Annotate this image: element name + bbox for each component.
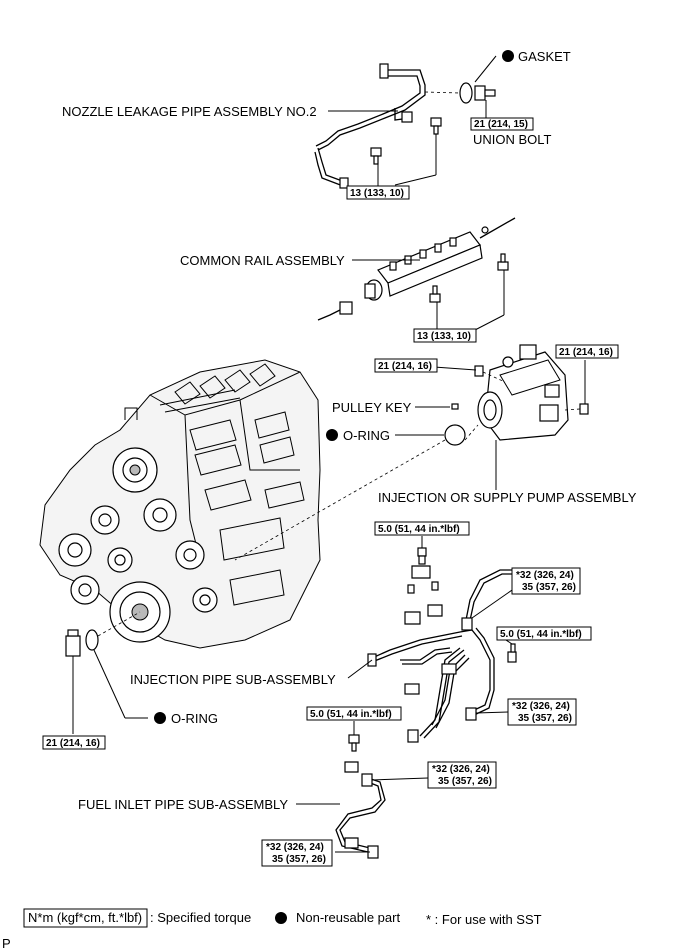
torque-fuel-bottom-1: *32 (326, 24): [266, 842, 324, 853]
torque-box-clamp-lower: [306, 706, 402, 721]
label-gasket: GASKET: [518, 49, 571, 64]
common-rail-drawing: [317, 217, 516, 321]
torque-box-pump-nut-left: [374, 358, 438, 373]
legend-torque-text: : Specified torque: [150, 910, 251, 925]
torque-nozzle-bolt: 13 (133, 10): [350, 188, 404, 199]
label-nozzle-leakage-pipe: NOZZLE LEAKAGE PIPE ASSEMBLY NO.2: [62, 104, 317, 119]
label-injection-pipe: INJECTION PIPE SUB-ASSEMBLY: [130, 672, 336, 687]
torque-box-pipe-mid-right: [507, 698, 577, 726]
torque-box-fuel-bottom: [261, 839, 333, 867]
torque-pipe-top-right-2: 35 (357, 26): [522, 582, 576, 593]
torque-pipe-mid-right-2: 35 (357, 26): [518, 713, 572, 724]
union-bolt-part: [474, 85, 496, 101]
pump-nut-left: [474, 365, 484, 377]
torque-box-pipe-top-right: [511, 567, 581, 595]
torque-box-pump-nut-right: [555, 344, 619, 359]
pump-nut-right: [579, 403, 589, 415]
callout-labels: GASKET NOZZLE LEAKAGE PIPE ASSEMBLY NO.2…: [42, 49, 637, 867]
engine-illustration: [39, 359, 321, 649]
torque-rail-bolt: 13 (133, 10): [417, 331, 471, 342]
torque-box-nozzle-bolt: [346, 185, 410, 200]
torque-pump-nut-right: 21 (214, 16): [559, 347, 613, 358]
torque-fuel-top-1: *32 (326, 24): [432, 764, 490, 775]
label-o-ring-lower: O-RING: [171, 711, 218, 726]
torque-fuel-top-2: 35 (357, 26): [438, 776, 492, 787]
injection-pump-drawing: [234, 344, 589, 561]
nonreusable-bullet-icon: [502, 50, 514, 62]
injection-pipe-drawing: [367, 547, 517, 743]
nonreusable-bullet-icon: [326, 429, 338, 441]
torque-box-fuel-top: [427, 761, 497, 789]
torque-box-plug: [42, 735, 106, 750]
plug-drawing: [65, 611, 141, 657]
nonreusable-bullet-icon: [154, 712, 166, 724]
label-o-ring-upper: O-RING: [343, 428, 390, 443]
torque-box-rail-bolt: [413, 328, 477, 343]
torque-pipe-mid-right-1: *32 (326, 24): [512, 701, 570, 712]
corner-mark: P: [2, 936, 11, 951]
torque-clamp-lower: 5.0 (51, 44 in.*lbf): [310, 709, 392, 720]
o-ring-upper-part: [444, 424, 466, 446]
label-common-rail: COMMON RAIL ASSEMBLY: [180, 253, 345, 268]
pulley-key-part: [451, 403, 459, 410]
label-injection-pump: INJECTION OR SUPPLY PUMP ASSEMBLY: [378, 490, 637, 505]
torque-pump-nut-left: 21 (214, 16): [378, 361, 432, 372]
gasket-part: [459, 82, 473, 104]
label-fuel-inlet-pipe: FUEL INLET PIPE SUB-ASSEMBLY: [78, 797, 288, 812]
torque-box-clamp-right: [496, 626, 592, 641]
legend-sst-text: * : For use with SST: [426, 912, 542, 927]
label-union-bolt: UNION BOLT: [473, 132, 552, 147]
legend-torque-box: [23, 908, 148, 928]
torque-plug: 21 (214, 16): [46, 738, 100, 749]
plug-part: [65, 635, 81, 657]
legend-torque-unit: N*m (kgf*cm, ft.*lbf): [28, 910, 142, 925]
torque-box-clamp-top: [374, 521, 470, 536]
torque-clamp-right: 5.0 (51, 44 in.*lbf): [500, 629, 582, 640]
fuel-inlet-pipe-drawing: [335, 734, 386, 859]
legend-nonreusable-text: Non-reusable part: [296, 910, 400, 925]
torque-fuel-bottom-2: 35 (357, 26): [272, 854, 326, 865]
legend-bullet-icon: [275, 912, 287, 924]
legend: N*m (kgf*cm, ft.*lbf) : Specified torque…: [2, 908, 542, 951]
o-ring-lower-part: [85, 629, 99, 651]
torque-box-union-bolt: [470, 117, 534, 131]
torque-clamp-top: 5.0 (51, 44 in.*lbf): [378, 524, 460, 535]
nozzle-leakage-pipe-drawing: [314, 63, 496, 189]
label-pulley-key: PULLEY KEY: [332, 400, 412, 415]
torque-union-bolt: 21 (214, 15): [474, 119, 528, 130]
nozzle-bolt-parts: [370, 117, 442, 165]
torque-pipe-top-right-1: *32 (326, 24): [516, 570, 574, 581]
